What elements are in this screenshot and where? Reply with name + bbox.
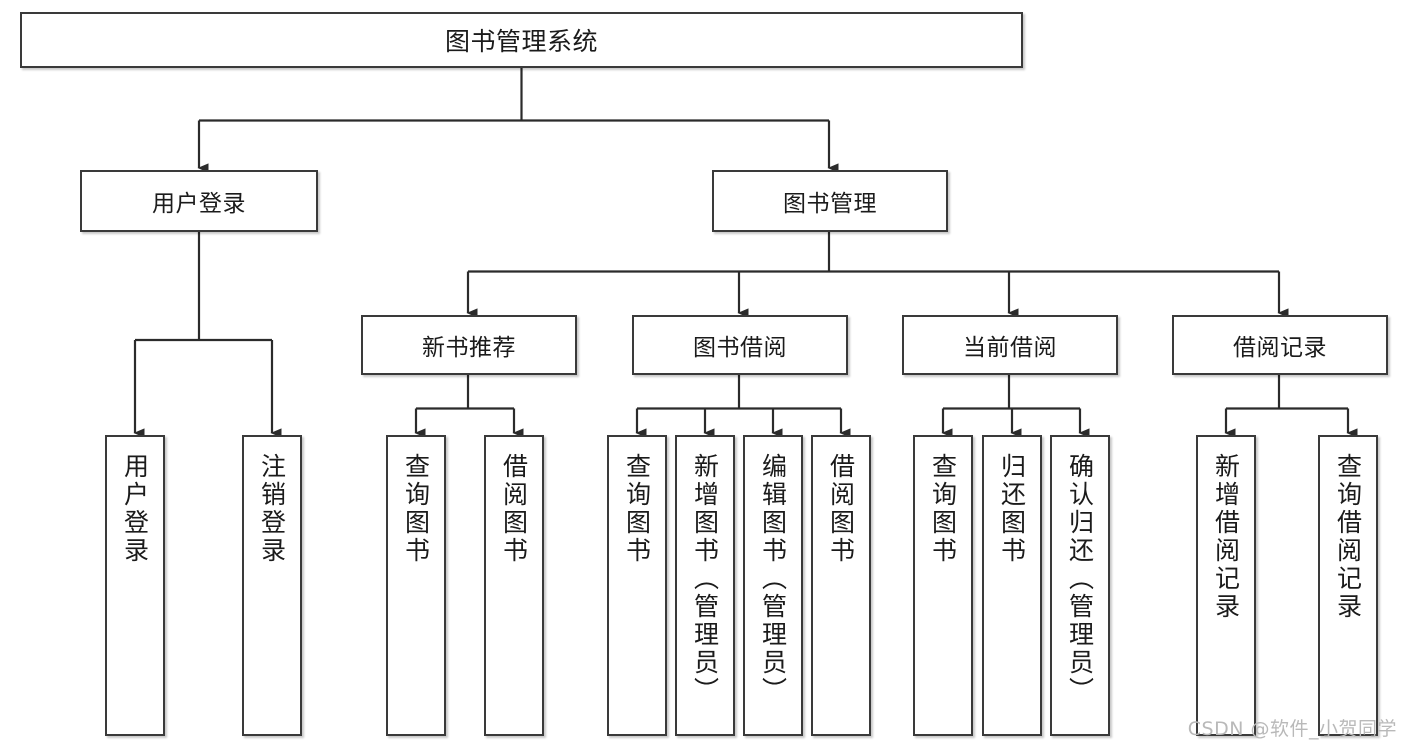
node-label-leaf-edit-book-admin: 编辑图书（管理员） [758, 453, 788, 705]
node-label-leaf-user-logout: 注销登录 [257, 453, 287, 565]
node-label-leaf-query-book-2: 查询图书 [622, 453, 652, 565]
node-label-book-borrow: 图书借阅 [693, 335, 787, 361]
node-user-login[interactable]: 用户登录 [80, 170, 318, 232]
node-leaf-edit-book-admin[interactable]: 编辑图书（管理员） [743, 435, 803, 736]
node-leaf-query-book-1[interactable]: 查询图书 [386, 435, 446, 736]
node-label-leaf-query-book-1: 查询图书 [401, 453, 431, 565]
node-leaf-borrow-book-1[interactable]: 借阅图书 [484, 435, 544, 736]
node-label-user-login: 用户登录 [152, 191, 246, 217]
node-label-leaf-confirm-return-admin: 确认归还（管理员） [1065, 453, 1095, 705]
node-label-leaf-add-book-admin: 新增图书（管理员） [690, 453, 720, 705]
node-label-leaf-borrow-book-2: 借阅图书 [826, 453, 856, 565]
node-book-manage[interactable]: 图书管理 [712, 170, 948, 232]
node-label-leaf-query-book-3: 查询图书 [928, 453, 958, 565]
node-leaf-query-book-2[interactable]: 查询图书 [607, 435, 667, 736]
node-leaf-borrow-book-2[interactable]: 借阅图书 [811, 435, 871, 736]
node-current-borrow[interactable]: 当前借阅 [902, 315, 1118, 375]
node-leaf-user-logout[interactable]: 注销登录 [242, 435, 302, 736]
node-leaf-add-book-admin[interactable]: 新增图书（管理员） [675, 435, 735, 736]
node-label-current-borrow: 当前借阅 [963, 335, 1057, 361]
csdn-watermark: CSDN @软件_小贺同学 [1187, 718, 1397, 740]
node-label-leaf-add-borrow-record: 新增借阅记录 [1211, 453, 1241, 621]
node-label-leaf-return-book: 归还图书 [997, 453, 1027, 565]
node-label-new-book-recommend: 新书推荐 [422, 335, 516, 361]
node-leaf-add-borrow-record[interactable]: 新增借阅记录 [1196, 435, 1256, 736]
node-label-leaf-user-login: 用户登录 [120, 453, 150, 565]
node-label-leaf-borrow-book-1: 借阅图书 [499, 453, 529, 565]
node-new-book-recommend[interactable]: 新书推荐 [361, 315, 577, 375]
node-label-root: 图书管理系统 [444, 27, 598, 56]
node-borrow-record[interactable]: 借阅记录 [1172, 315, 1388, 375]
node-label-book-manage: 图书管理 [783, 191, 877, 217]
node-leaf-user-login[interactable]: 用户登录 [105, 435, 165, 736]
node-leaf-confirm-return-admin[interactable]: 确认归还（管理员） [1050, 435, 1110, 736]
node-label-borrow-record: 借阅记录 [1233, 335, 1327, 361]
node-label-leaf-query-borrow-record: 查询借阅记录 [1333, 453, 1363, 621]
node-book-borrow[interactable]: 图书借阅 [632, 315, 848, 375]
node-leaf-query-book-3[interactable]: 查询图书 [913, 435, 973, 736]
node-leaf-return-book[interactable]: 归还图书 [982, 435, 1042, 736]
node-root-system[interactable]: 图书管理系统 [20, 12, 1023, 68]
node-leaf-query-borrow-record[interactable]: 查询借阅记录 [1318, 435, 1378, 736]
